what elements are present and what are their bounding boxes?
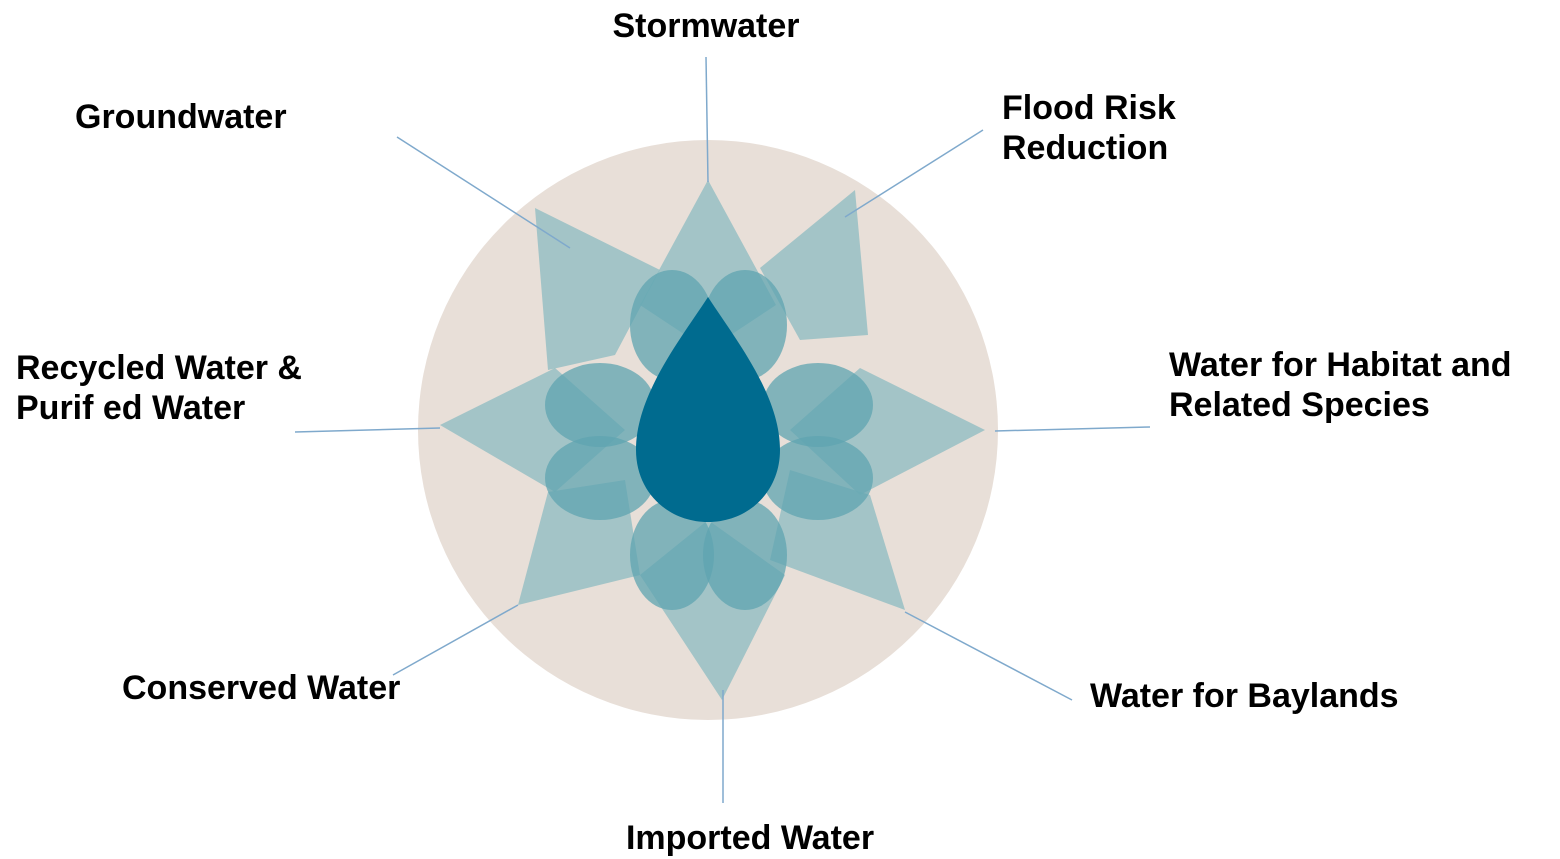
label-imported: Imported Water [625,819,875,857]
label-recycled-line1: Recycled Water & [16,349,302,387]
leader-line-baylands [904,611,1073,701]
label-habitat-line2: Related Species [1169,386,1430,424]
label-flood-risk-line1: Flood Risk [1002,89,1176,127]
petal-groundwater [535,208,660,370]
label-habitat: Water for Habitat and Related Species [1169,345,1512,425]
leader-line-conserved [392,604,519,676]
label-baylands: Water for Baylands [1090,677,1399,715]
label-flood-risk: Flood Risk Reduction [1002,88,1176,168]
water-drop-icon [636,297,780,522]
label-recycled: Recycled Water & Purif ed Water [16,348,302,428]
leader-line-flood-risk [844,129,984,218]
leader-line-groundwater [396,136,571,249]
leader-line-stormwater [705,56,709,183]
label-groundwater: Groundwater [75,98,287,136]
label-habitat-line1: Water for Habitat and [1169,346,1512,384]
petal-flood-risk [760,190,868,340]
leader-lines [294,56,1151,803]
leader-line-habitat [994,426,1151,432]
leader-line-recycled [294,427,441,433]
label-stormwater: Stormwater [612,7,800,45]
label-conserved: Conserved Water [122,669,401,707]
label-recycled-line2: Purif ed Water [16,389,246,427]
label-flood-risk-line2: Reduction [1002,129,1169,167]
